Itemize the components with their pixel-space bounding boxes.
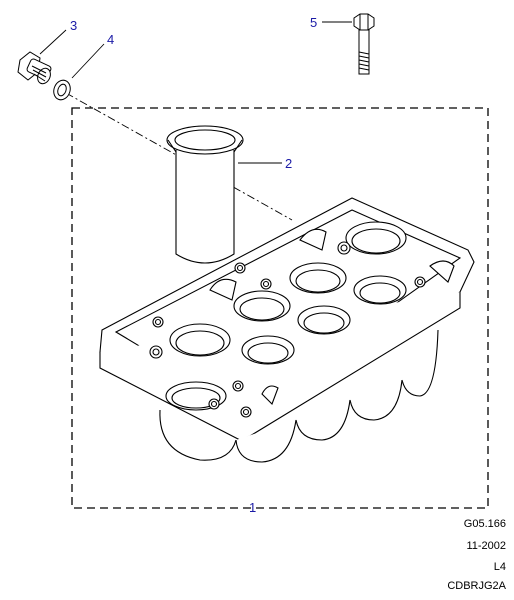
callout-1: 1 <box>249 500 256 515</box>
diagram-code: G05.166 <box>463 518 506 530</box>
callout-3: 3 <box>70 18 77 33</box>
assembly-boundary <box>71 107 489 509</box>
bolt-part <box>353 13 375 75</box>
plug-part <box>17 51 52 85</box>
callout-4: 4 <box>107 32 114 47</box>
callout-2: 2 <box>285 156 292 171</box>
washer-part <box>53 79 71 101</box>
engine-code: L4 <box>493 561 506 573</box>
reference-code: CDBRJG2A <box>447 580 506 592</box>
tube-part <box>166 125 244 264</box>
callout-5: 5 <box>310 15 317 30</box>
diagram-date: 11-2002 <box>466 540 506 552</box>
manifold-part <box>99 197 475 463</box>
leader-lines <box>39 21 352 164</box>
